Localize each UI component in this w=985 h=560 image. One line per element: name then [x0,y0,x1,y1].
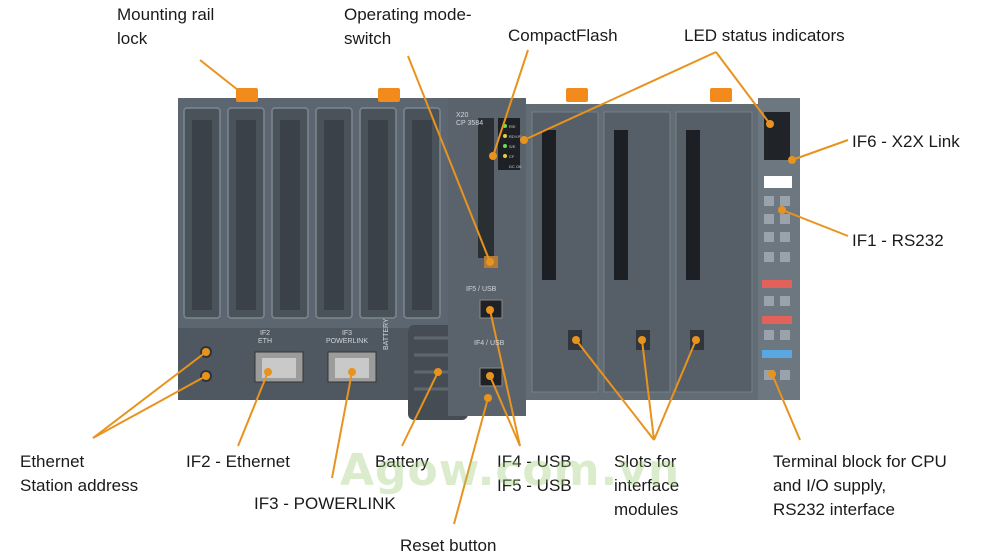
compactflash-slot [478,118,494,258]
label-line: Slots for [614,452,677,471]
label-compactflash: CompactFlash [508,26,618,45]
led-tag-list: R/E RDY/F S/E CF DC OK [509,122,522,172]
label-if6: IF6 - X2X Link [852,132,960,151]
label-line: IF4 - USB [497,452,572,471]
if3-port-marking: IF3 POWERLINK [326,330,369,345]
cpu-cooling-housing [178,98,448,330]
label-usb: IF4 - USB IF5 - USB [497,450,572,498]
x2x-link-port [764,112,790,160]
led-tag: DC OK [509,164,522,169]
label-if2: IF2 - Ethernet [186,452,290,471]
label-line: Station address [20,476,139,495]
label-ethernet-station: Ethernet Station address [20,450,138,498]
label-terminal-block: Terminal block for CPU and I/O supply, R… [773,450,947,522]
label-slots: Slots for interface modules [614,450,679,522]
label-if3: IF3 - POWERLINK [254,494,396,513]
led-tag: S/E [509,144,516,149]
led-tag: RDY/F [509,134,521,139]
label-line: modules [614,500,679,519]
label-reset-button: Reset button [400,536,497,555]
watermark: Agow.com.vn [340,445,681,496]
label-line: Ethernet [20,452,85,471]
led-status-dots [503,124,507,158]
label-line: Mounting rail [117,5,215,24]
if2-port-marking: IF2 ETH [258,330,272,345]
cpu-model-marking: X20 CP 3584 [456,112,484,127]
label-line: IF5 - USB [497,476,572,495]
mounting-rail-locks [236,88,732,102]
label-battery: Battery [375,452,429,471]
led-tag: CF [509,154,515,159]
label-line: lock [117,29,148,48]
battery-marking: BATTERY [383,318,390,350]
interface-slots [531,111,753,393]
label-if1: IF1 - RS232 [852,231,944,250]
led-tag: R/E [509,124,516,129]
label-line: Terminal block for CPU [773,452,947,471]
if5-marking: IF5 / USB [466,286,497,293]
label-line: RS232 interface [773,500,895,519]
label-line: interface [614,476,680,495]
leader-lines [92,49,849,525]
if4-marking: IF4 / USB [474,340,505,347]
label-operating-mode-switch: Operating mode- switch [344,3,472,51]
label-led-status: LED status indicators [684,26,845,45]
label-mounting-rail-lock: Mounting rail lock [117,3,214,51]
label-line: switch [344,29,392,48]
label-line: and I/O supply, [773,476,887,495]
label-line: Operating mode- [344,5,472,24]
